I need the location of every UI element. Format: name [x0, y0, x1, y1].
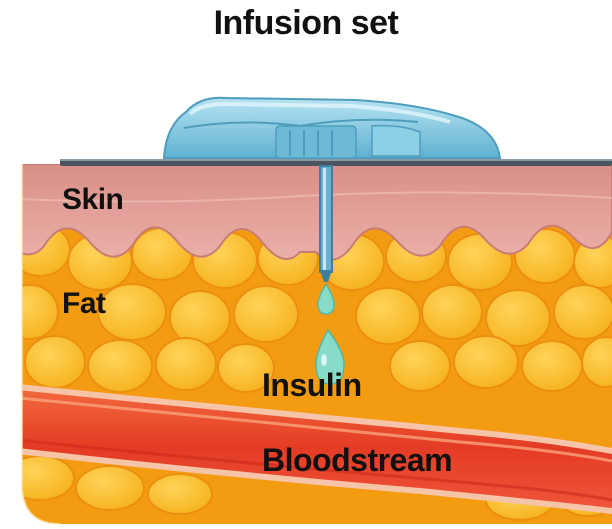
skin-label: Skin [62, 183, 123, 217]
fat-label: Fat [62, 287, 106, 321]
infusion-set-device [164, 98, 500, 158]
cannula [320, 166, 332, 282]
bloodstream-label: Bloodstream [262, 442, 452, 479]
diagram-title: Infusion set [0, 4, 612, 43]
insulin-label: Insulin [262, 367, 362, 404]
